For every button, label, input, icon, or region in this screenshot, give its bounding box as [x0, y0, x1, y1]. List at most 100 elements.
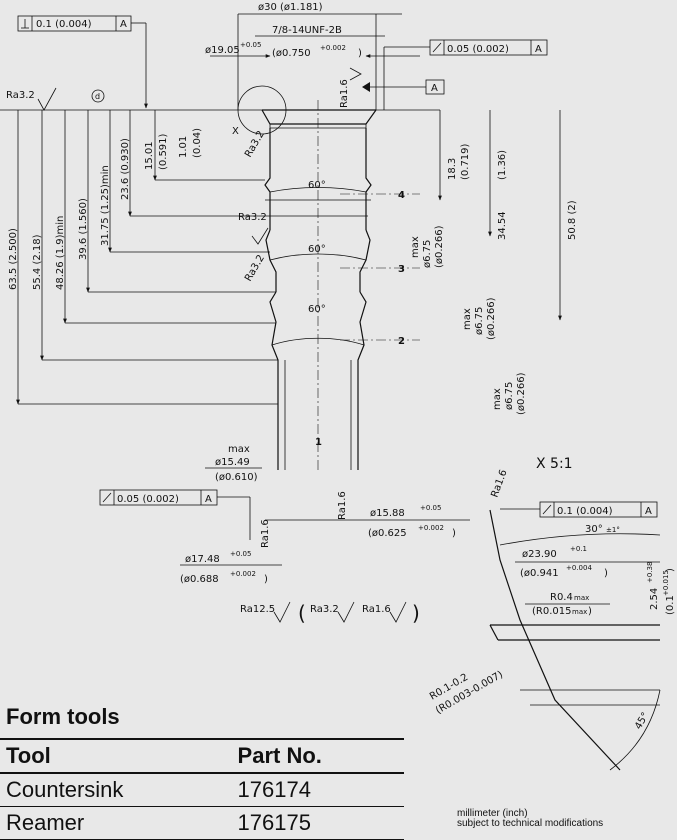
svg-text:(ø0.266): (ø0.266) [434, 225, 445, 268]
svg-text:55.4 (2.18): 55.4 (2.18) [32, 234, 43, 290]
units-note: millimeter (inch) [457, 808, 528, 819]
svg-text:A: A [120, 19, 127, 30]
svg-text:0.1 (0.004): 0.1 (0.004) [36, 19, 92, 30]
ra32-side-symbols: Ra3.2 Ra3.2 Ra3.2 [238, 129, 269, 284]
form-tools-table: Tool Part No. Countersink 176174 Reamer … [0, 738, 404, 840]
svg-text:max: max [462, 308, 473, 330]
form-tools-section: Form tools Tool Part No. Countersink 176… [0, 704, 404, 840]
part-number: 176175 [231, 806, 404, 840]
svg-text:(ø0.625: (ø0.625 [368, 528, 407, 539]
svg-text:50.8 (2): 50.8 (2) [567, 200, 578, 240]
svg-text:(ø0.266): (ø0.266) [486, 297, 497, 340]
angle-60-3: 60° [308, 304, 326, 315]
svg-text:+0.38: +0.38 [646, 562, 654, 583]
svg-text:+0.004: +0.004 [566, 564, 592, 572]
svg-text:+0.05: +0.05 [230, 550, 251, 558]
svg-text:ø23.90: ø23.90 [522, 549, 557, 560]
part-number: 176174 [231, 773, 404, 807]
svg-text:A: A [205, 494, 212, 505]
svg-text:Ra12.5: Ra12.5 [240, 604, 275, 615]
svg-text:Ra3.2: Ra3.2 [310, 604, 339, 615]
ra16-top-symbol: Ra1.6 [339, 67, 362, 108]
max-diameter-dims: max ø6.75 (ø0.266) max ø6.75 (ø0.266) ma… [410, 225, 527, 415]
dim-thread: 7/8-14UNF-2B [272, 25, 342, 36]
d1588-dim: ø15.88 +0.05 (ø0.625 +0.002 ) [265, 504, 470, 539]
left-dimensions: 15.01 (0.591) 1.01 (0.04) 23.6 (0.930) 3… [8, 110, 278, 405]
d1748-dim: ø17.48 +0.05 (ø0.688 +0.002 ) [180, 550, 282, 585]
svg-text:15.01: 15.01 [144, 141, 155, 170]
svg-text:0.05 (0.002): 0.05 (0.002) [117, 494, 179, 505]
svg-text:(ø0.941: (ø0.941 [520, 568, 559, 579]
svg-text:): ) [588, 606, 592, 617]
right-dimensions: 18.3 (0.719) (1.36) 34.54 50.8 (2) [438, 110, 578, 321]
svg-text:max: max [574, 594, 589, 602]
dim-d0750: (ø0.750 [272, 48, 311, 59]
svg-text:(0.719): (0.719) [460, 143, 471, 180]
svg-text:39.6 (1.560): 39.6 (1.560) [78, 198, 89, 260]
svg-text:+0.015: +0.015 [662, 570, 670, 596]
svg-text:2.54: 2.54 [649, 588, 660, 610]
dim-d0750-close: ) [358, 48, 362, 59]
svg-text:30°: 30° [585, 524, 603, 535]
svg-text:(ø0.610): (ø0.610) [215, 472, 258, 483]
svg-text:): ) [412, 601, 420, 625]
svg-text:(0.1: (0.1 [665, 595, 676, 615]
svg-text:+0.05: +0.05 [420, 504, 441, 512]
svg-text:A: A [431, 83, 438, 94]
svg-text:Ra1.6: Ra1.6 [339, 79, 350, 108]
svg-text:Ra1.6: Ra1.6 [260, 519, 271, 548]
tool-name: Countersink [0, 773, 232, 807]
svg-text:45°: 45° [633, 711, 651, 732]
ra16-low-symbol: Ra1.6 [260, 519, 271, 548]
d1549-dim: max ø15.49 (ø0.610) [205, 444, 262, 483]
circle-d-mark [91, 89, 105, 103]
svg-text:Ra1.6: Ra1.6 [337, 491, 348, 520]
svg-text:(0.591): (0.591) [158, 133, 169, 170]
detail-x-label: X [232, 126, 239, 137]
svg-text:(R0.015: (R0.015 [532, 606, 571, 617]
svg-text:(1.36): (1.36) [497, 150, 508, 180]
table-row: Countersink 176174 [0, 773, 404, 807]
ra32-top-symbol: Ra3.2 [6, 87, 57, 111]
svg-text:4: 4 [398, 190, 405, 201]
svg-text:ø17.48: ø17.48 [185, 554, 220, 565]
svg-text:48.26 (1.9)min: 48.26 (1.9)min [55, 216, 66, 290]
svg-text:R0.4: R0.4 [550, 592, 573, 603]
svg-text:(: ( [298, 601, 306, 625]
tool-name: Reamer [0, 806, 232, 840]
svg-text:1: 1 [315, 437, 322, 448]
svg-text:18.3: 18.3 [447, 158, 458, 180]
modifications-note: subject to technical modifications [457, 818, 604, 829]
dim-d1905-tol: +0.05 [240, 41, 261, 49]
svg-text:Ra3.2: Ra3.2 [6, 90, 35, 101]
svg-text:3: 3 [398, 264, 405, 275]
svg-text:+0.002: +0.002 [418, 524, 444, 532]
svg-text:Ra3.2: Ra3.2 [238, 212, 267, 223]
svg-text:23.6 (0.930): 23.6 (0.930) [120, 138, 131, 200]
svg-text:Ra1.6: Ra1.6 [489, 468, 509, 499]
svg-text:(ø0.266): (ø0.266) [516, 372, 527, 415]
svg-text:ø6.75: ø6.75 [474, 307, 485, 335]
angle-60-2: 60° [308, 244, 326, 255]
svg-text:max: max [228, 444, 250, 455]
header-part-no: Part No. [231, 738, 404, 774]
svg-text:max: max [410, 236, 421, 258]
dim-d0750-tol: +0.002 [320, 44, 346, 52]
perpendicularity-frame: 0.1 (0.004) A [17, 15, 132, 32]
svg-text:Ra3.2: Ra3.2 [243, 253, 267, 283]
svg-text:ø6.75: ø6.75 [422, 240, 433, 268]
ra16-mid-symbol: Ra1.6 [337, 491, 348, 520]
svg-text:): ) [452, 528, 456, 539]
svg-text:(0.04): (0.04) [192, 128, 203, 158]
svg-text:+0.1: +0.1 [570, 545, 587, 553]
part-outline [261, 109, 377, 470]
svg-text:max: max [572, 608, 587, 616]
svg-text:+0.002: +0.002 [230, 570, 256, 578]
dim-d30: ø30 (ø1.181) [258, 2, 323, 13]
detail-x-view: X 5:1 Ra1.6 0.1 (0.004) A 30° ±1° ø23.90… [428, 456, 676, 771]
general-surface-finish: Ra12.5 ( Ra3.2 Ra1.6 ) [240, 601, 420, 625]
svg-text:X 5:1: X 5:1 [536, 456, 573, 472]
svg-text:A: A [535, 44, 542, 55]
svg-text:0.05 (0.002): 0.05 (0.002) [447, 44, 509, 55]
